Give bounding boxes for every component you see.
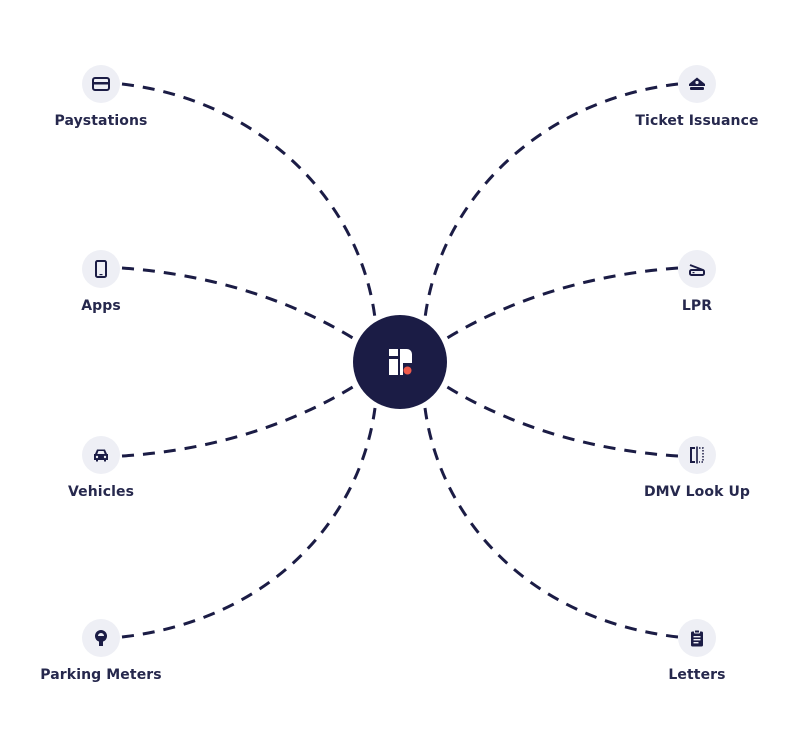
clipboard-icon <box>691 629 703 647</box>
connector-vehicles <box>121 383 357 458</box>
connector-dmv <box>443 383 679 458</box>
parking-meters-label: Parking Meters <box>40 667 162 683</box>
connector-lpr <box>443 266 679 342</box>
letters-badge <box>678 619 716 657</box>
vehicles-badge <box>82 436 120 474</box>
lpr-badge <box>678 250 716 288</box>
paystations-label: Paystations <box>54 113 148 129</box>
dmv-look-up-label: DMV Look Up <box>643 484 751 500</box>
connector-parking-meters <box>121 407 377 639</box>
central-hub[interactable] <box>353 315 447 409</box>
mobile-phone-icon <box>95 260 107 278</box>
connector-paystations <box>121 82 377 319</box>
dmv-look-up-badge <box>678 436 716 474</box>
lpr-label: LPR <box>681 298 713 314</box>
node-ticket-issuance[interactable]: Ticket Issuance <box>617 65 777 129</box>
node-dmv-look-up[interactable]: DMV Look Up <box>617 436 777 500</box>
letters-label: Letters <box>668 667 726 683</box>
node-apps[interactable]: Apps <box>21 250 181 314</box>
node-lpr[interactable]: LPR <box>617 250 777 314</box>
parking-meter-icon <box>95 630 107 646</box>
car-icon <box>94 449 108 462</box>
connector-apps <box>121 266 357 342</box>
paystations-badge <box>82 65 120 103</box>
node-parking-meters[interactable]: Parking Meters <box>21 619 181 683</box>
apps-label: Apps <box>81 298 121 314</box>
id-lookup-icon <box>690 446 704 464</box>
node-paystations[interactable]: Paystations <box>21 65 181 129</box>
ticket-issuance-badge <box>678 65 716 103</box>
parking-meters-badge <box>82 619 120 657</box>
node-letters[interactable]: Letters <box>617 619 777 683</box>
connector-ticket-issuance <box>423 82 679 319</box>
scanner-icon <box>689 264 705 276</box>
ticket-issuance-label: Ticket Issuance <box>635 113 759 129</box>
police-hat-icon <box>689 77 705 90</box>
brand-logo-icon <box>389 349 412 375</box>
apps-badge <box>82 250 120 288</box>
vehicles-label: Vehicles <box>67 484 135 500</box>
connector-letters <box>423 407 679 639</box>
credit-card-icon <box>92 77 110 91</box>
node-vehicles[interactable]: Vehicles <box>21 436 181 500</box>
